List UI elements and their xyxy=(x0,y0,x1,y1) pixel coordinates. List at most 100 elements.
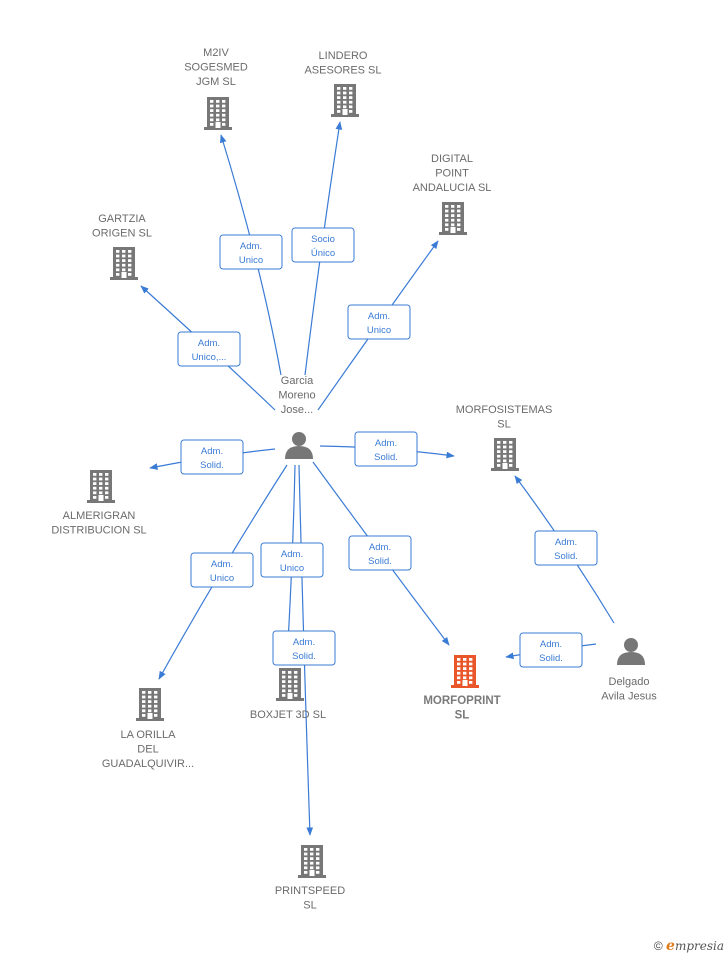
edge-label-text: Solid. xyxy=(374,452,398,463)
edge-label-garcia-to-almerigran[interactable]: Adm. Solid. xyxy=(180,439,244,475)
node-label: SOGESMED xyxy=(184,62,248,74)
node-label: Jose... xyxy=(281,404,313,416)
edge-label-text: Unico xyxy=(280,563,304,574)
edge-label-text: Único xyxy=(311,248,335,259)
node-label: DIGITAL xyxy=(431,153,473,165)
edge-label-garcia-to-morfosistemas[interactable]: Adm. Solid. xyxy=(354,431,418,467)
node-digital[interactable]: DIGITAL POINT ANDALUCIA SL xyxy=(413,153,492,235)
edge-label-text: Solid. xyxy=(292,651,316,662)
node-label: SL xyxy=(497,419,510,431)
node-label: ASESORES SL xyxy=(304,65,381,77)
edge-label-garcia-to-orilla[interactable]: Adm. Unico xyxy=(190,552,254,588)
edge-label-box xyxy=(534,530,598,566)
edge-label-box xyxy=(190,552,254,588)
edge-label-delgado-to-morfosistemas[interactable]: Adm. Solid. xyxy=(534,530,598,566)
node-label: DEL xyxy=(137,744,158,756)
brand-logo: empresia xyxy=(666,938,724,954)
edge-label-text: Adm. xyxy=(369,542,391,553)
edge-label-text: Socio xyxy=(311,234,335,245)
edge-label-text: Adm. xyxy=(211,559,233,570)
building-icon xyxy=(491,438,519,471)
building-icon xyxy=(110,247,138,280)
footer-brand: © empresia xyxy=(654,938,724,954)
node-orilla[interactable]: LA ORILLA DEL GUADALQUIVIR... xyxy=(102,688,194,770)
node-label: Avila Jesus xyxy=(601,691,657,703)
edge-label-garcia-to-boxjet[interactable]: Adm. Unico xyxy=(260,542,324,578)
building-icon xyxy=(87,470,115,503)
building-icon xyxy=(276,668,304,701)
node-printspeed[interactable]: PRINTSPEED SL xyxy=(275,845,345,912)
edge-label-box xyxy=(177,331,241,367)
edge-label-text: Adm. xyxy=(555,537,577,548)
node-label: LA ORILLA xyxy=(120,729,176,741)
edge-label-box xyxy=(219,234,283,270)
edge-label-delgado-to-morfoprint[interactable]: Adm. Solid. xyxy=(519,632,583,668)
building-icon xyxy=(451,655,479,688)
node-label: ALMERIGRAN xyxy=(63,510,136,522)
edge-label-text: Solid. xyxy=(200,460,224,471)
edge-label-text: Solid. xyxy=(368,556,392,567)
edge-label-box xyxy=(354,431,418,467)
node-label: Garcia xyxy=(281,375,314,387)
edge-label-garcia-to-printspeed[interactable]: Adm. Solid. xyxy=(272,630,336,666)
person-icon xyxy=(617,638,645,665)
node-label: BOXJET 3D SL xyxy=(250,709,326,721)
copyright-symbol: © xyxy=(653,939,663,953)
edge-label-text: Unico xyxy=(367,325,391,336)
node-morfoprint[interactable]: MORFOPRINT SL xyxy=(423,655,501,722)
edge-label-text: Solid. xyxy=(539,653,563,664)
edge-label-text: Unico xyxy=(210,573,234,584)
edge-label-garcia-to-morfoprint[interactable]: Adm. Solid. xyxy=(348,535,412,571)
edge-label-box xyxy=(272,630,336,666)
node-label: ORIGEN SL xyxy=(92,228,152,240)
person-icon xyxy=(285,432,313,459)
edge-label-box xyxy=(260,542,324,578)
node-label: GUADALQUIVIR... xyxy=(102,758,194,770)
building-icon xyxy=(298,845,326,878)
edge-label-text: Solid. xyxy=(554,551,578,562)
edge-label-text: Unico xyxy=(239,255,263,266)
edge-label-garcia-to-m2iv[interactable]: Adm. Unico xyxy=(219,234,283,270)
node-label: Delgado xyxy=(609,676,650,688)
edge-label-text: Adm. xyxy=(368,311,390,322)
node-label: JGM SL xyxy=(196,76,236,88)
building-icon xyxy=(439,202,467,235)
node-label: SL xyxy=(303,900,316,912)
node-almerigran[interactable]: ALMERIGRAN DISTRIBUCION SL xyxy=(51,470,147,537)
node-boxjet[interactable]: BOXJET 3D SL xyxy=(250,668,326,721)
edge-label-text: Adm. xyxy=(201,446,223,457)
edge-label-box xyxy=(291,227,355,263)
node-label: LINDERO xyxy=(319,50,368,62)
node-label: SL xyxy=(455,710,470,722)
node-label: POINT xyxy=(435,168,469,180)
edge-label-text: Adm. xyxy=(281,549,303,560)
edge-label-box xyxy=(347,304,411,340)
node-label: PRINTSPEED xyxy=(275,885,345,897)
building-icon xyxy=(136,688,164,721)
node-gartzia[interactable]: GARTZIA ORIGEN SL xyxy=(92,213,152,280)
edge-label-text: Adm. xyxy=(293,637,315,648)
edge-label-box xyxy=(519,632,583,668)
node-lindero[interactable]: LINDERO ASESORES SL xyxy=(304,50,382,117)
node-label: MORFOPRINT xyxy=(423,695,500,707)
node-label: ANDALUCIA SL xyxy=(413,182,492,194)
edge-label-text: Adm. xyxy=(240,241,262,252)
edge-label-box xyxy=(348,535,412,571)
node-label: Moreno xyxy=(278,390,315,402)
edge-label-text: Adm. xyxy=(375,438,397,449)
edge-label-garcia-to-digital[interactable]: Adm. Unico xyxy=(347,304,411,340)
edge-label-text: Adm. xyxy=(198,338,220,349)
building-icon xyxy=(331,84,359,117)
node-label: GARTZIA xyxy=(98,213,146,225)
node-garcia[interactable]: GarciaMorenoJose... xyxy=(278,375,316,459)
edge-label-text: Adm. xyxy=(540,639,562,650)
node-label: DISTRIBUCION SL xyxy=(51,525,146,537)
edge-label-box xyxy=(180,439,244,475)
building-icon xyxy=(204,97,232,130)
edge-label-garcia-to-gartzia[interactable]: Adm.Unico,... xyxy=(177,331,241,367)
